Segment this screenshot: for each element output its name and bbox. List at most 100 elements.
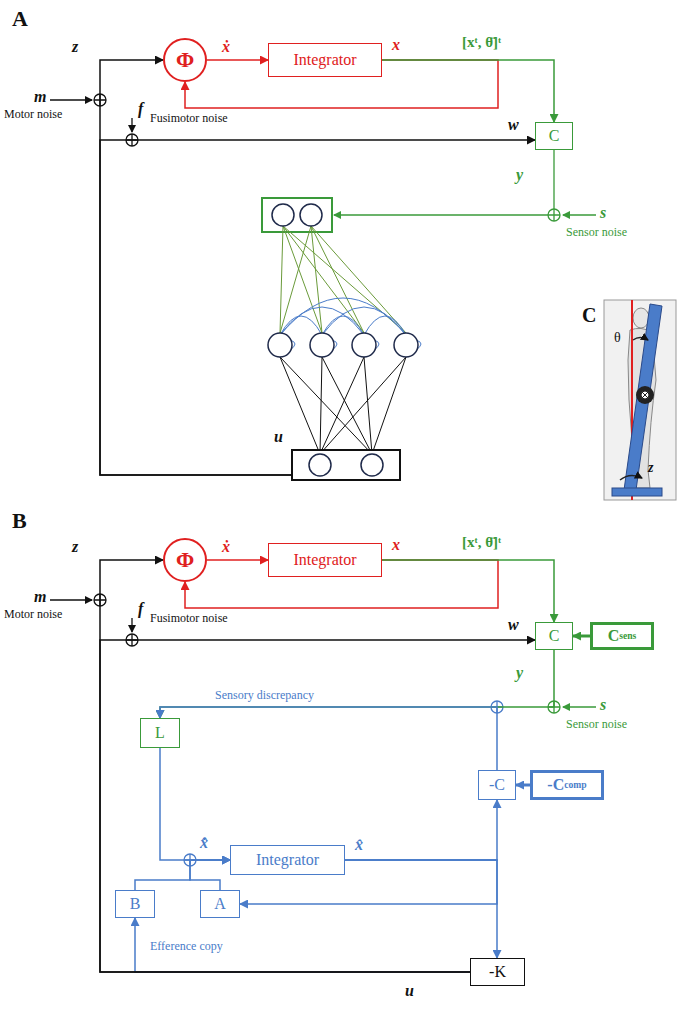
network-stroke [280, 226, 283, 333]
node-label: Integrator [293, 51, 356, 69]
connector [345, 800, 497, 860]
signal-label: z [72, 538, 78, 556]
block-box: B [115, 890, 155, 918]
node-heading: u [274, 428, 283, 446]
block-box: L [140, 718, 180, 748]
network-stroke [309, 454, 331, 476]
body-figure [604, 300, 676, 500]
node-label: C [608, 627, 620, 645]
signal-label: Fusimotor noise [150, 112, 228, 126]
network-stroke [311, 226, 322, 333]
signal-label: x̂ [355, 836, 363, 854]
connector [100, 60, 292, 475]
connector [382, 560, 554, 622]
signal-label: x [392, 536, 400, 554]
node-label: Integrator [293, 551, 356, 569]
signal-label: [xᵗ, θ̈]ᵗ [462, 34, 501, 51]
connector [100, 140, 535, 475]
signal-label: y [516, 166, 523, 184]
signal-label: θ [614, 330, 621, 346]
block-box: Integrator [230, 845, 345, 875]
network-stroke [364, 357, 372, 454]
network-stroke [268, 333, 292, 357]
connector [100, 560, 470, 972]
network-stroke [364, 316, 406, 335]
connector [345, 860, 497, 958]
signal-label: A [12, 6, 28, 31]
connector [573, 635, 590, 638]
network-stroke [322, 316, 364, 335]
signal-label: Sensor noise [566, 226, 627, 240]
signal-label: Fusimotor noise [150, 612, 228, 626]
node-label: C [549, 627, 560, 645]
connector [135, 918, 470, 972]
connector [100, 640, 535, 972]
node-label: -C [489, 776, 505, 794]
block-box: C [535, 122, 573, 150]
network-stroke [272, 204, 294, 226]
subscript: sens [619, 631, 636, 642]
block-box: Integrator [268, 543, 382, 577]
block-box: C [535, 622, 573, 650]
network-stroke [280, 298, 406, 335]
node-label: L [155, 724, 165, 742]
connector [207, 559, 268, 561]
node-label: C [549, 127, 560, 145]
block-box: -C [478, 770, 516, 800]
signal-label: x [392, 36, 400, 54]
edge-label: ẋ [222, 38, 230, 56]
block-box: Integrator [268, 43, 382, 77]
block-box: A [200, 890, 240, 918]
signal-label: [xᵗ, θ̈]ᵗ [462, 534, 501, 551]
signal-label: m [34, 588, 46, 606]
node-label: Integrator [256, 851, 319, 869]
block-box: u [292, 450, 400, 480]
signal-label: s [600, 696, 606, 714]
sensor-junctions [334, 150, 596, 713]
signal-label: Sensory discrepancy [215, 689, 314, 703]
connector [160, 650, 554, 718]
block-box: -Ccomp [530, 770, 604, 800]
network-stroke [280, 316, 322, 335]
signal-label: f [138, 100, 143, 118]
node-label: B [130, 895, 141, 913]
signal-label: Motor noise [4, 108, 62, 122]
neural-network [262, 198, 421, 480]
operator-circle: Φ [163, 38, 207, 82]
signal-label: B [12, 508, 27, 533]
network-stroke [394, 333, 418, 357]
network-stroke [352, 333, 376, 357]
network-stroke [361, 454, 383, 476]
signal-label: Sensor noise [566, 718, 627, 732]
signal-label: Efference copy [150, 940, 223, 954]
network-stroke [320, 357, 406, 454]
signal-label: C [582, 304, 596, 327]
network-stroke [280, 357, 372, 454]
signal-label: u [405, 982, 414, 1000]
signal-label: Motor noise [4, 608, 62, 622]
network-stroke [311, 226, 406, 333]
network-stroke [320, 357, 322, 454]
operator-circle: Φ [163, 538, 207, 582]
network-stroke [300, 204, 322, 226]
connector [135, 860, 230, 890]
network-stroke [283, 226, 322, 333]
connector [207, 59, 268, 61]
network-stroke [320, 357, 364, 454]
connector [160, 707, 497, 770]
connector [516, 784, 530, 787]
signal-label: w [508, 616, 519, 634]
signal-label: z [72, 38, 78, 56]
network-stroke [292, 450, 400, 480]
block-box: -K [470, 958, 525, 986]
connector [190, 860, 230, 890]
node-label: Φ [176, 48, 194, 72]
network-stroke [372, 357, 406, 454]
signal-label: m [34, 88, 46, 106]
subscript: comp [564, 780, 586, 791]
sum-junctions [184, 701, 503, 866]
node-label: A [214, 895, 226, 913]
network-stroke [322, 307, 406, 335]
node-label: -C [547, 776, 564, 794]
